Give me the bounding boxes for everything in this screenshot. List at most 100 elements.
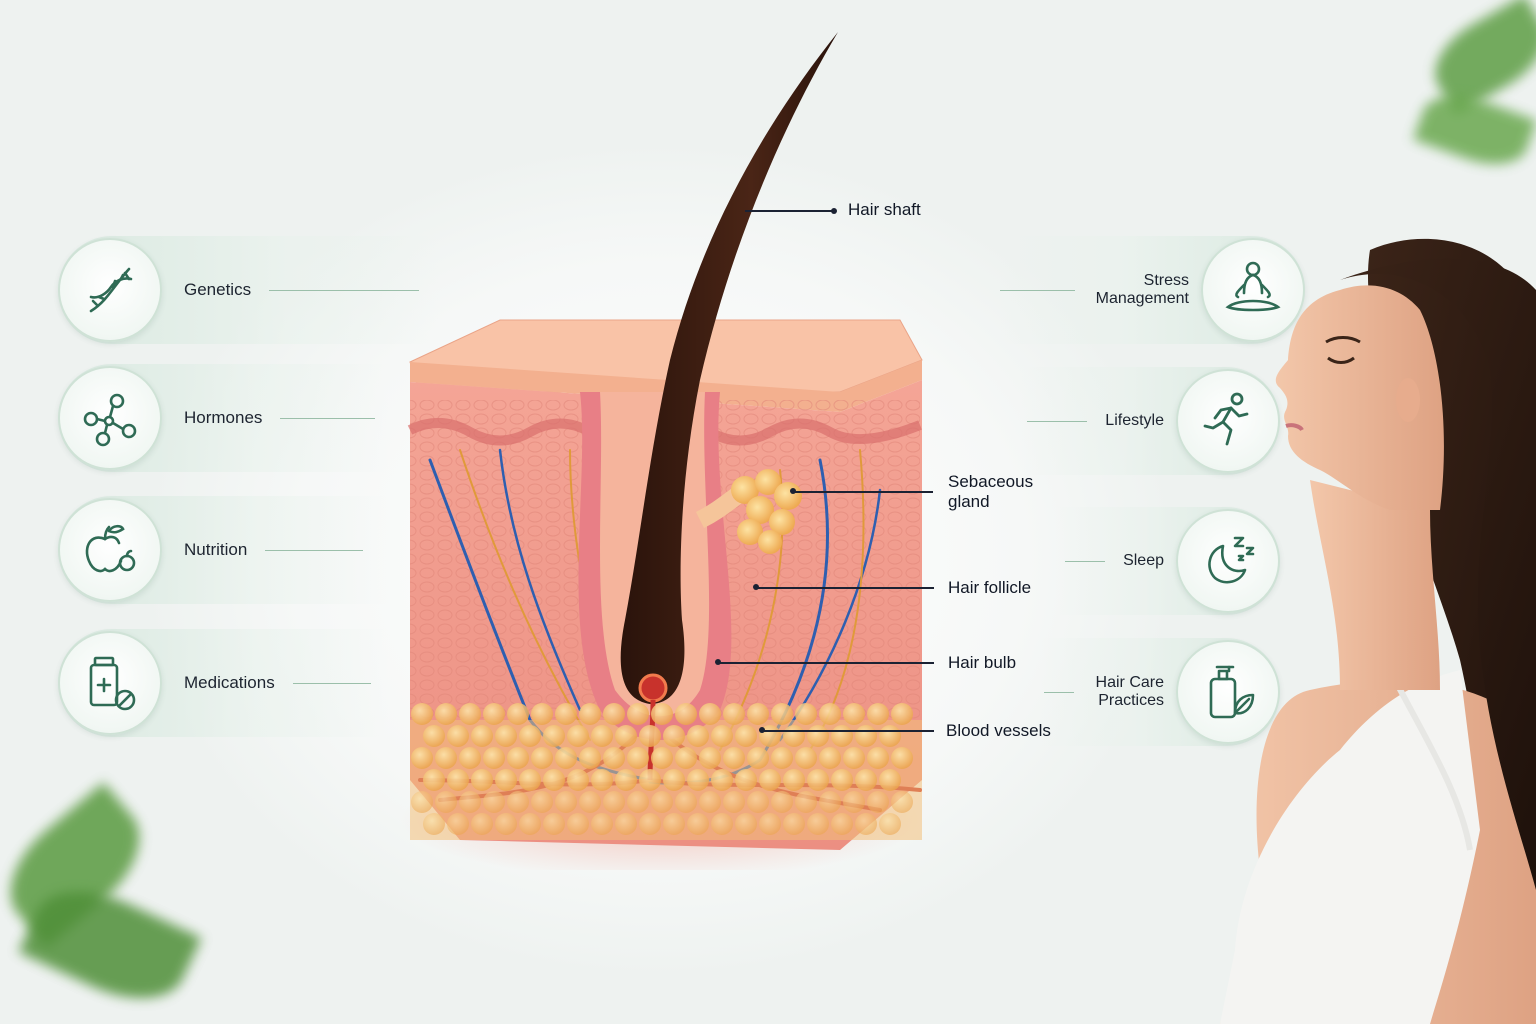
label-hair-bulb: Hair bulb bbox=[948, 653, 1017, 672]
factor-label: Medications bbox=[184, 673, 275, 692]
connector-line bbox=[280, 417, 376, 419]
fat-globule bbox=[723, 791, 745, 813]
fat-globule bbox=[459, 791, 481, 813]
fat-globule bbox=[711, 725, 733, 747]
fat-globule bbox=[423, 813, 445, 835]
fat-globule bbox=[891, 791, 913, 813]
connector-line bbox=[292, 682, 371, 684]
fat-globule bbox=[555, 791, 577, 813]
factor-label: Sleep bbox=[1123, 552, 1164, 569]
fat-globule bbox=[411, 703, 433, 725]
fat-globule bbox=[507, 703, 529, 725]
running-icon bbox=[1203, 392, 1249, 446]
hair-bulb-leader bbox=[718, 662, 934, 664]
factor-nutrition[interactable]: Nutrition bbox=[58, 496, 388, 604]
fat-globule bbox=[819, 747, 841, 769]
fat-globule bbox=[675, 791, 697, 813]
fat-globule bbox=[675, 747, 697, 769]
fat-globule bbox=[519, 769, 541, 791]
fat-globule bbox=[855, 813, 877, 835]
factor-medications[interactable]: Medications bbox=[58, 629, 388, 737]
medications-icon-circle bbox=[58, 631, 162, 735]
fat-globule bbox=[579, 703, 601, 725]
fat-globule bbox=[411, 747, 433, 769]
fat-globule bbox=[807, 769, 829, 791]
lifestyle-icon-circle bbox=[1176, 369, 1280, 473]
sleep-icon-circle bbox=[1176, 509, 1280, 613]
stress-icon-circle bbox=[1201, 238, 1305, 342]
fat-globule bbox=[891, 747, 913, 769]
fat-globule bbox=[771, 703, 793, 725]
fat-globule bbox=[699, 747, 721, 769]
fat-globule bbox=[855, 725, 877, 747]
factor-lifestyle[interactable]: Lifestyle bbox=[1020, 367, 1280, 475]
apple-icon bbox=[85, 524, 136, 573]
fat-globule bbox=[639, 769, 661, 791]
blood-vessels-leader-dot bbox=[759, 727, 765, 733]
fat-globule bbox=[747, 747, 769, 769]
fat-globule bbox=[435, 747, 457, 769]
fat-globule bbox=[699, 703, 721, 725]
fat-globule bbox=[423, 769, 445, 791]
hormones-icon-circle bbox=[58, 366, 162, 470]
fat-globule bbox=[603, 747, 625, 769]
factor-hair-care-practices[interactable]: Hair Care Practices bbox=[1040, 638, 1280, 746]
pump-bottle-leaf-icon bbox=[1209, 665, 1255, 719]
fat-globule bbox=[591, 813, 613, 835]
fat-globule bbox=[531, 791, 553, 813]
fat-globule bbox=[795, 747, 817, 769]
hair-shaft-shape bbox=[620, 32, 838, 704]
fat-globule bbox=[687, 813, 709, 835]
fat-globule bbox=[843, 703, 865, 725]
fat-globule bbox=[627, 791, 649, 813]
fat-globule bbox=[807, 813, 829, 835]
fat-globule bbox=[891, 703, 913, 725]
fat-globule bbox=[735, 725, 757, 747]
sebaceous-gland-leader bbox=[793, 491, 933, 493]
factor-label: Genetics bbox=[184, 280, 252, 299]
fat-globule bbox=[459, 703, 481, 725]
fat-globule bbox=[771, 747, 793, 769]
fat-globule bbox=[507, 791, 529, 813]
fat-globules bbox=[411, 703, 913, 835]
fat-globule bbox=[747, 791, 769, 813]
hair-follicle-leader-dot bbox=[753, 584, 759, 590]
connector-line bbox=[265, 549, 364, 551]
fat-globule bbox=[531, 703, 553, 725]
fat-globule bbox=[483, 791, 505, 813]
fat-globule bbox=[879, 769, 901, 791]
connector-line bbox=[1000, 289, 1075, 291]
factor-sleep[interactable]: Sleep bbox=[1055, 507, 1280, 615]
fat-globule bbox=[591, 725, 613, 747]
factor-stress-management[interactable]: Stress Management bbox=[1000, 236, 1305, 344]
fat-globule bbox=[435, 703, 457, 725]
genetics-icon-circle bbox=[58, 238, 162, 342]
medicine-bottle-icon bbox=[89, 656, 136, 711]
fat-globule bbox=[831, 813, 853, 835]
connector-line bbox=[269, 289, 420, 291]
label-blood-vessels: Blood vessels bbox=[946, 721, 1051, 740]
fat-globule bbox=[531, 747, 553, 769]
fat-globule bbox=[639, 813, 661, 835]
fat-globule bbox=[615, 813, 637, 835]
fat-globule bbox=[867, 703, 889, 725]
fat-globule bbox=[495, 769, 517, 791]
fat-globule bbox=[843, 747, 865, 769]
fat-globule bbox=[867, 791, 889, 813]
factor-genetics[interactable]: Genetics bbox=[58, 236, 438, 344]
factor-hormones[interactable]: Hormones bbox=[58, 364, 388, 472]
fat-globule bbox=[471, 769, 493, 791]
fat-globule bbox=[711, 813, 733, 835]
fat-globule bbox=[699, 791, 721, 813]
fat-globule bbox=[771, 791, 793, 813]
fat-globule bbox=[819, 791, 841, 813]
fat-globule bbox=[495, 725, 517, 747]
factor-label: Lifestyle bbox=[1105, 412, 1164, 429]
fat-globule bbox=[651, 703, 673, 725]
fat-globule bbox=[495, 813, 517, 835]
fat-globule bbox=[615, 769, 637, 791]
meditation-icon bbox=[1225, 261, 1281, 312]
fat-globule bbox=[747, 703, 769, 725]
fat-globule bbox=[507, 747, 529, 769]
hair-bulb-shape bbox=[638, 673, 668, 703]
